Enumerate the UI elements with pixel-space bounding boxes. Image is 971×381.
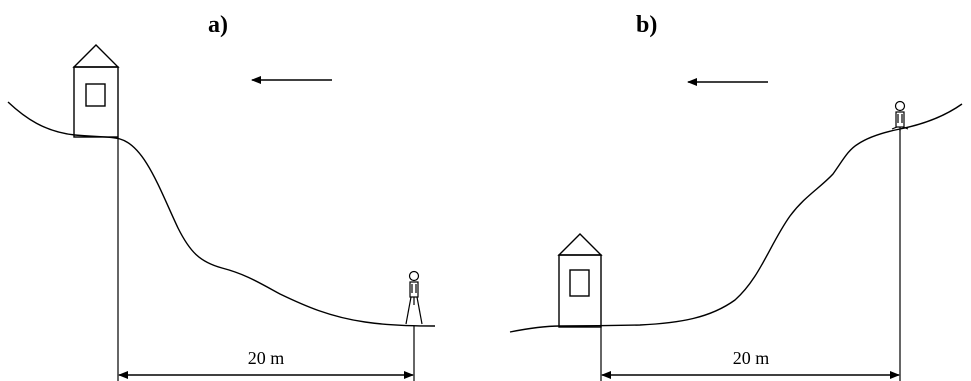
panel-b-label: b) bbox=[636, 12, 657, 38]
panel-b-distance: 20 m bbox=[733, 348, 770, 368]
panel-a-label: a) bbox=[208, 12, 228, 38]
terrain-profile bbox=[509, 103, 963, 333]
house-icon bbox=[72, 44, 120, 138]
house-icon bbox=[557, 233, 603, 328]
panel-a-distance: 20 m bbox=[248, 348, 285, 368]
person-icon bbox=[405, 270, 423, 325]
person-icon bbox=[891, 100, 909, 131]
terrain-profile bbox=[7, 101, 436, 327]
panel-b: b) 20 m bbox=[509, 12, 963, 381]
panel-a: a) 20 m bbox=[7, 12, 436, 381]
